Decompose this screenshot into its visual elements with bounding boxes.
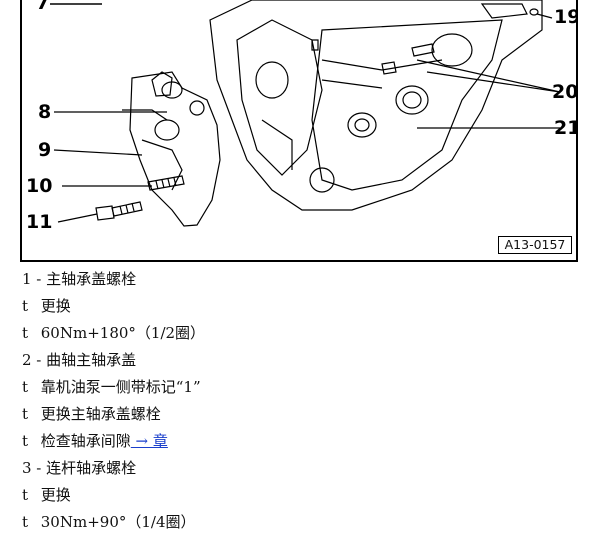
item-text: 更换 (36, 486, 71, 504)
bullet-marker: t (22, 324, 29, 342)
bolt-11 (95, 205, 115, 221)
callout-19: 19 (554, 6, 578, 28)
item-text: 主轴承盖螺栓 (41, 270, 137, 288)
leader-11 (57, 213, 98, 223)
leader-19 (536, 13, 553, 19)
callout-21: 21 (554, 117, 578, 139)
bullet-marker: t (22, 513, 29, 531)
list-item: 1 - 主轴承盖螺栓 (22, 266, 582, 293)
item-number: 1 - (22, 270, 42, 288)
item-number: 2 - (22, 351, 42, 369)
pump-bracket (129, 71, 221, 227)
list-item: t 60Nm+180°（1/2圈） (22, 320, 582, 347)
callout-10: 10 (26, 175, 53, 197)
engine-block-figure: 7 8 9 10 11 19 20 21 A13-0157 (20, 0, 578, 262)
list-item: t 更换主轴承盖螺栓 (22, 401, 582, 428)
item-text: 60Nm+180°（1/2圈） (36, 324, 206, 342)
bullet-marker: t (22, 405, 29, 423)
list-item: 2 - 曲轴主轴承盖 (22, 347, 582, 374)
leader-9 (53, 149, 143, 156)
engine-drawing (50, 0, 561, 227)
item-text: 曲轴主轴承盖 (41, 351, 137, 369)
callout-9: 9 (38, 139, 52, 161)
item-text: 更换主轴承盖螺栓 (36, 405, 161, 423)
callout-11: 11 (26, 211, 53, 233)
figure-reference-code: A13-0157 (498, 236, 572, 254)
item-text: 检查轴承间隙 (36, 432, 131, 450)
callout-20: 20 (552, 81, 578, 103)
item-number: 3 - (22, 459, 42, 477)
leader-20a (416, 59, 561, 93)
bullet-marker: t (22, 432, 29, 450)
list-item: t 更换 (22, 482, 582, 509)
list-item: t 检查轴承间隙 → 章 (22, 428, 582, 455)
callout-8: 8 (38, 101, 52, 123)
list-item: t 靠机油泵一侧带标记“1” (22, 374, 582, 401)
engine-block (209, 0, 543, 211)
notes-list: 1 - 主轴承盖螺栓 t 更换 t 60Nm+180°（1/2圈） 2 - 曲轴… (22, 266, 582, 536)
bullet-marker: t (22, 378, 29, 396)
callout-7: 7 (36, 0, 50, 14)
bullet-marker: t (22, 297, 29, 315)
item-text: 连杆轴承螺栓 (41, 459, 137, 477)
list-item: t 30Nm+90°（1/4圈） (22, 509, 582, 536)
bolt-10 (147, 175, 185, 191)
list-item: t 更换 (22, 293, 582, 320)
chapter-link[interactable]: → 章 (130, 432, 168, 450)
item-text: 30Nm+90°（1/4圈） (36, 513, 196, 531)
item-text: 靠机油泵一侧带标记“1” (36, 378, 201, 396)
list-item: 3 - 连杆轴承螺栓 (22, 455, 582, 482)
bullet-marker: t (22, 486, 29, 504)
item-text: 更换 (36, 297, 71, 315)
